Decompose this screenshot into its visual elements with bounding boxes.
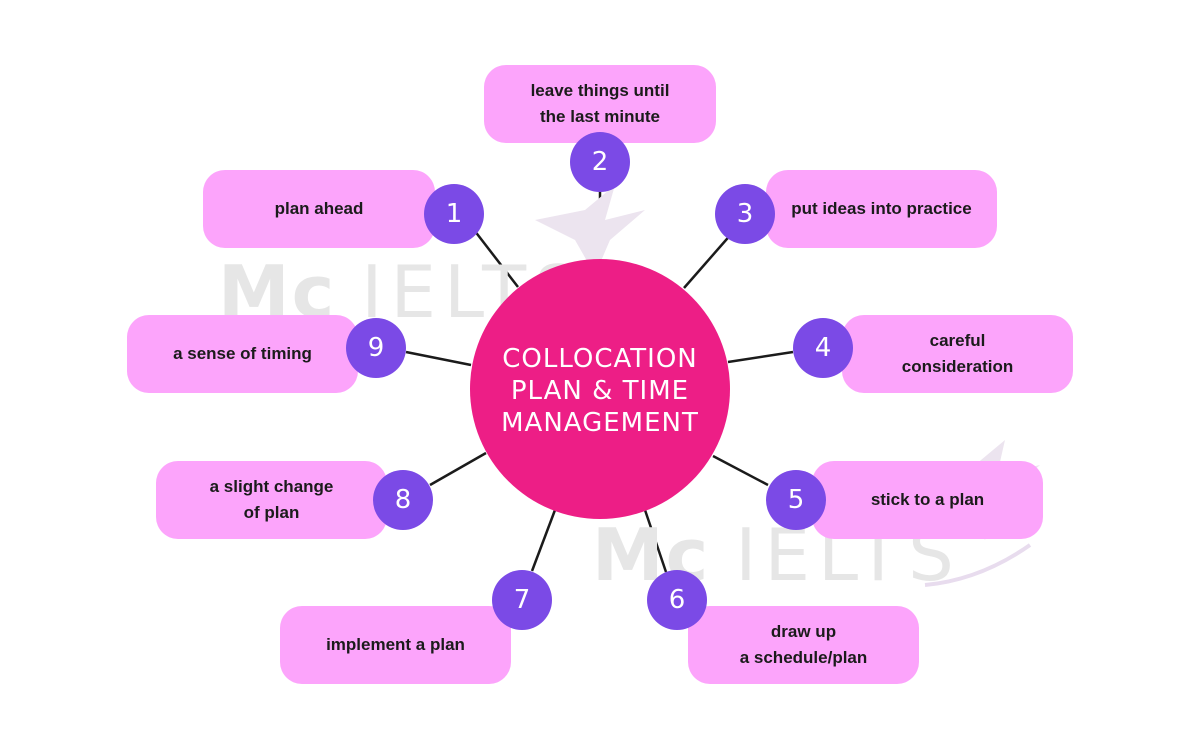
- collocation-label-7: implement a plan: [326, 635, 465, 654]
- number-badge-9: 9: [346, 318, 406, 378]
- connector-line-7: [530, 509, 557, 572]
- collocation-box-1: plan ahead: [203, 170, 435, 248]
- collocation-label-8: a slight change of plan: [209, 477, 334, 522]
- number-badge-3: 3: [715, 184, 775, 244]
- center-topic-circle: COLLOCATION PLAN & TIME MANAGEMENT: [470, 259, 730, 519]
- connector-line-1: [470, 225, 519, 288]
- number-badge-2: 2: [570, 132, 630, 192]
- collocation-box-8: a slight change of plan: [156, 461, 387, 539]
- connector-line-4: [727, 350, 794, 364]
- number-badge-6: 6: [647, 570, 707, 630]
- collocation-label-4: careful consideration: [901, 331, 1014, 376]
- number-badge-5: 5: [766, 470, 826, 530]
- collocation-box-3: put ideas into practice: [766, 170, 997, 248]
- number-badge-4: 4: [793, 318, 853, 378]
- connector-line-6: [643, 509, 668, 573]
- number-badge-7: 7: [492, 570, 552, 630]
- collocation-label-6: draw up a schedule/plan: [739, 622, 868, 667]
- collocation-box-9: a sense of timing: [127, 315, 358, 393]
- number-badge-8: 8: [373, 470, 433, 530]
- collocation-label-2: leave things until the last minute: [530, 81, 670, 126]
- collocation-label-1: plan ahead: [274, 199, 364, 218]
- collocation-box-4: careful consideration: [842, 315, 1073, 393]
- number-badge-1: 1: [424, 184, 484, 244]
- collocation-box-2: leave things until the last minute: [484, 65, 716, 143]
- collocation-box-7: implement a plan: [280, 606, 511, 684]
- collocation-label-3: put ideas into practice: [791, 199, 972, 218]
- collocation-label-5: stick to a plan: [870, 490, 985, 509]
- connector-line-8: [429, 451, 487, 487]
- collocation-box-5: stick to a plan: [812, 461, 1043, 539]
- connector-line-9: [405, 350, 472, 367]
- collocation-box-6: draw up a schedule/plan: [688, 606, 919, 684]
- collocation-label-9: a sense of timing: [173, 344, 312, 363]
- connector-line-5: [712, 454, 769, 487]
- connector-line-3: [683, 231, 734, 289]
- center-topic-title: COLLOCATION PLAN & TIME MANAGEMENT: [501, 344, 699, 438]
